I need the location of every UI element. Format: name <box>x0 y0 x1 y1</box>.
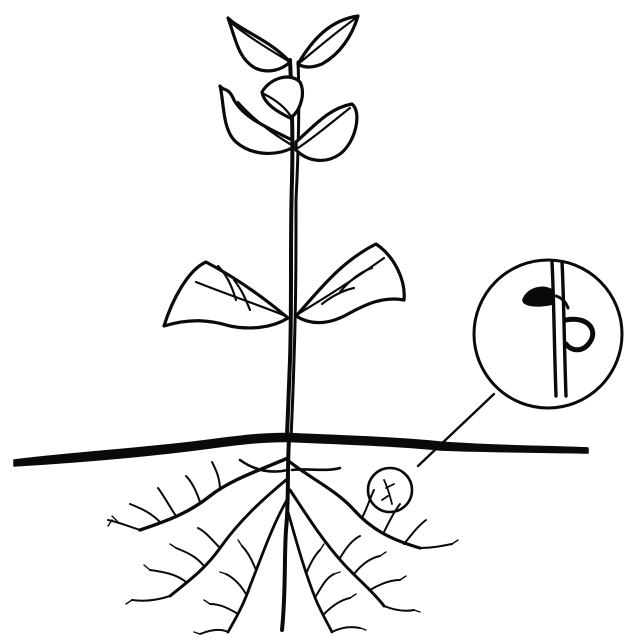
middle-leaves-icon <box>220 77 357 160</box>
lower-leaves-icon <box>164 244 404 328</box>
ground-line <box>14 433 588 466</box>
callout-line <box>418 394 494 466</box>
magnified-root-hair-icon <box>474 260 622 408</box>
top-leaves-icon <box>228 16 358 71</box>
root-system-icon <box>108 440 458 634</box>
